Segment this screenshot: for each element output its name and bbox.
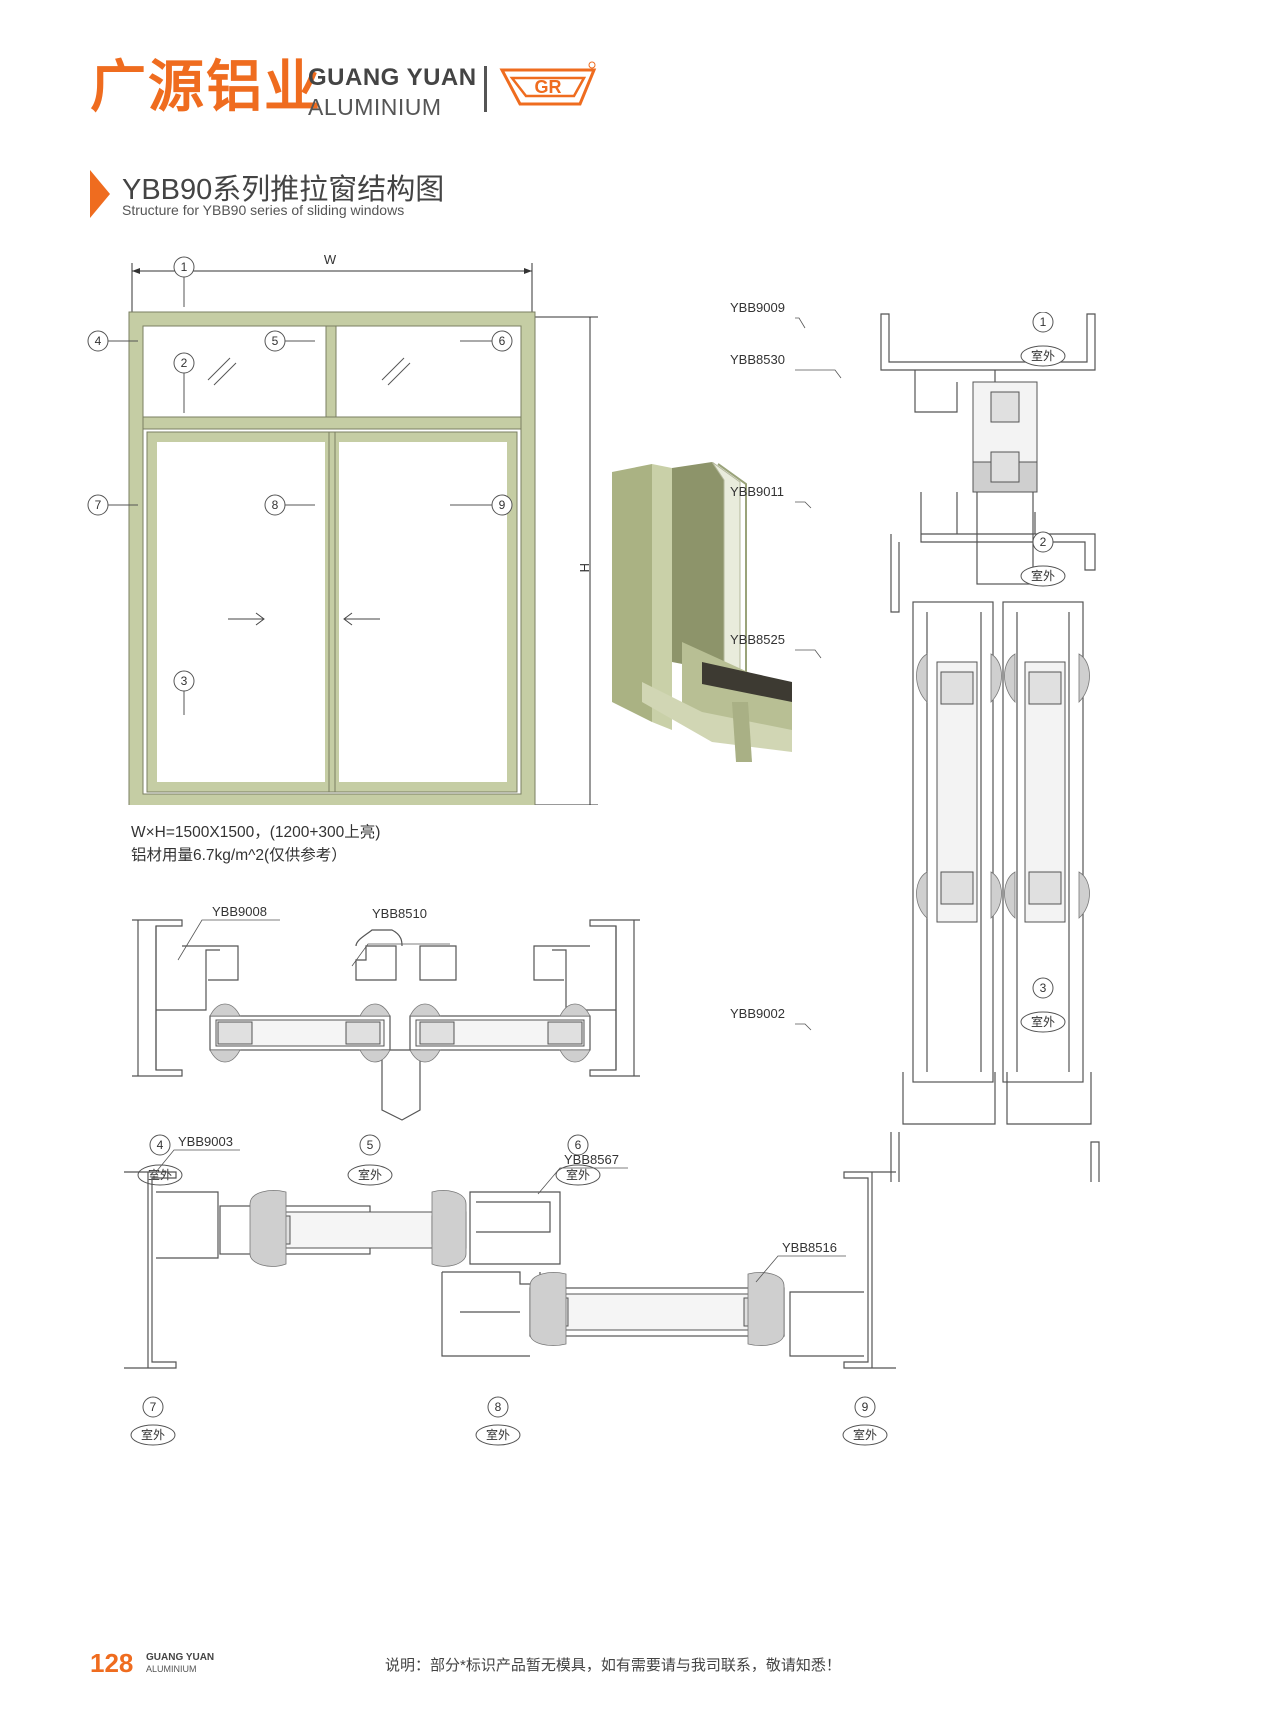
width-label: W — [324, 252, 337, 267]
label-ybb9002: YBB9002 — [730, 1006, 785, 1021]
callout-2-b: 2 — [1040, 535, 1047, 549]
callout-7: 7 — [95, 498, 102, 512]
label-ybb9008: YBB9008 — [212, 904, 267, 919]
label-ybb8525: YBB8525 — [730, 632, 785, 647]
outside-label-6: 室外 — [566, 1167, 590, 1182]
outside-label-7: 室外 — [141, 1427, 165, 1442]
section-456: YBB9008 YBB8510 4 5 6 室外 室外 室外 — [132, 904, 640, 1186]
page-number: 128 — [90, 1648, 134, 1678]
callout-6-b: 6 — [575, 1138, 582, 1152]
outside-label-8: 室外 — [486, 1427, 510, 1442]
brand-name-en-line1: GUANG YUAN — [308, 64, 477, 91]
spec-weight: 铝材用量6.7kg/m^2(仅供参考） — [131, 847, 347, 864]
callout-7-b: 7 — [150, 1400, 157, 1414]
label-ybb8567: YBB8567 — [564, 1152, 619, 1167]
label-ybb9009: YBB9009 — [730, 300, 785, 315]
window-elevation: W H 1 2 3 4 5 6 7 8 9 — [87, 252, 598, 805]
callout-9-b: 9 — [862, 1400, 869, 1414]
label-ybb8516: YBB8516 — [782, 1240, 837, 1255]
label-ybb9003: YBB9003 — [178, 1134, 233, 1149]
outside-label-1: 室外 — [1031, 348, 1055, 363]
label-ybb9011: YBB9011 — [730, 484, 784, 499]
label-ybb8530: YBB8530 — [730, 352, 785, 367]
spec-size: W×H=1500X1500，(1200+300上亮) — [131, 824, 381, 841]
label-ybb8510: YBB8510 — [372, 906, 427, 921]
page-title: YBB90系列推拉窗结构图 — [122, 174, 445, 206]
callout-9: 9 — [499, 498, 506, 512]
footer-brand-line2: ALUMINIUM — [146, 1664, 197, 1674]
callout-8-b: 8 — [495, 1400, 502, 1414]
outside-label-3: 室外 — [1031, 1014, 1055, 1029]
callout-4: 4 — [95, 334, 102, 348]
footer-brand-line1: GUANG YUAN — [146, 1652, 215, 1663]
callout-5-b: 5 — [367, 1138, 374, 1152]
svg-text:GR: GR — [535, 77, 562, 97]
section-123: 1 室外 2 室外 3 室外 — [795, 312, 1100, 1182]
callout-1-b: 1 — [1040, 315, 1047, 329]
callout-1: 1 — [181, 260, 188, 274]
gr-logo-icon: GR — [499, 61, 597, 106]
brand-divider — [484, 66, 487, 112]
callout-3-b: 3 — [1040, 981, 1047, 995]
outside-label-5: 室外 — [358, 1167, 382, 1182]
callout-3: 3 — [181, 674, 188, 688]
section-789: YBB9003 YBB8567 YBB8516 7 室外 8 室外 9 室外 — [124, 1134, 896, 1446]
brand-name-en-line2: ALUMINIUM — [308, 94, 442, 120]
callout-5: 5 — [272, 334, 279, 348]
callout-6: 6 — [499, 334, 506, 348]
footer-note: 说明：部分*标识产品暂无模具，如有需要请与我司联系，敬请知悉！ — [385, 1657, 841, 1674]
height-label: H — [577, 563, 592, 572]
title-marker — [90, 170, 110, 218]
callout-8: 8 — [272, 498, 279, 512]
page-subtitle: Structure for YBB90 series of sliding wi… — [122, 202, 405, 218]
outside-label-9: 室外 — [853, 1427, 877, 1442]
profile-3d-render — [612, 462, 792, 762]
callout-4-b: 4 — [157, 1138, 164, 1152]
brand-name-cn: 广源铝业 — [90, 55, 322, 120]
callout-2: 2 — [181, 356, 188, 370]
outside-label-2: 室外 — [1031, 568, 1055, 583]
